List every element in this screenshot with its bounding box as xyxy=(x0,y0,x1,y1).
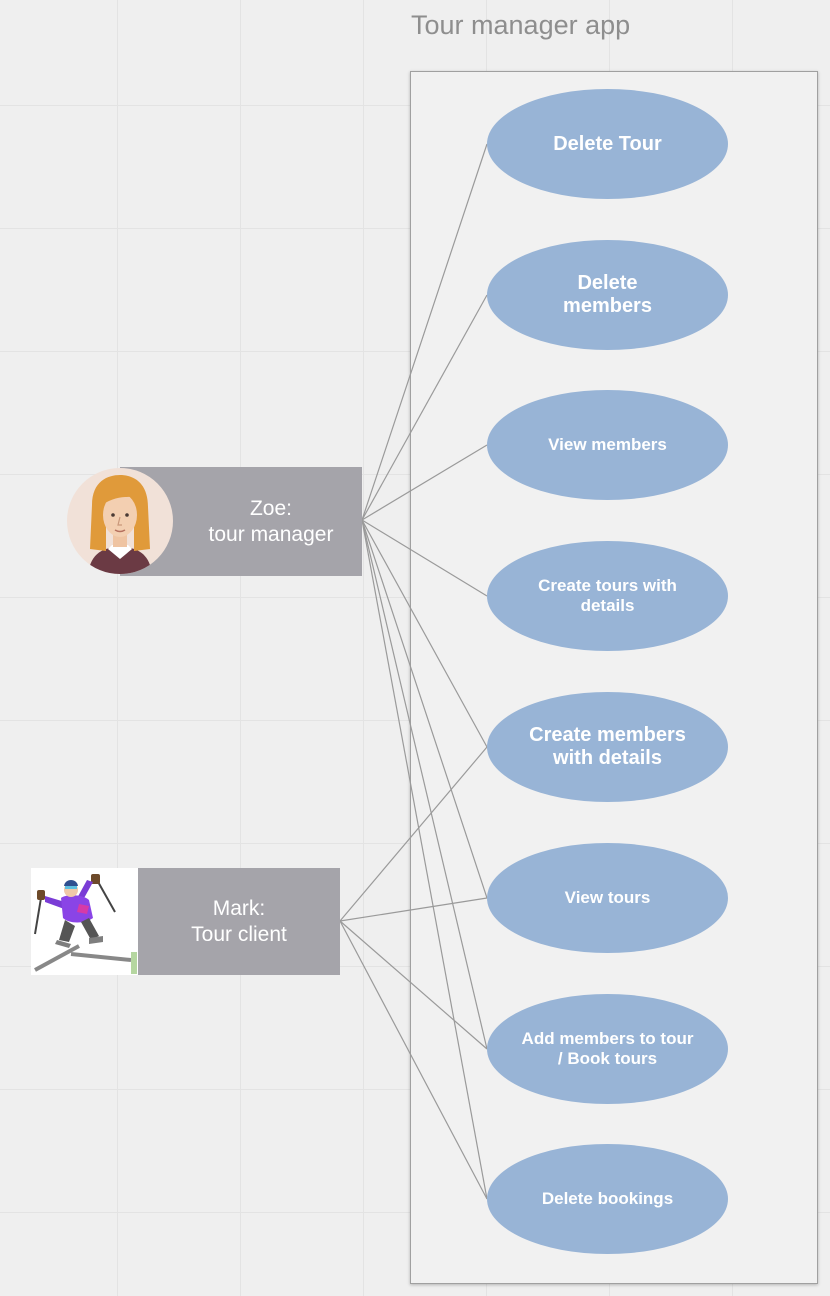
association-line xyxy=(361,294,488,521)
use-case-delete-tour[interactable]: Delete Tour xyxy=(487,89,728,199)
use-case-label: Create members with details xyxy=(529,724,686,769)
association-line xyxy=(361,444,488,521)
skier-icon xyxy=(31,868,138,975)
use-case-view-members[interactable]: View members xyxy=(487,390,728,500)
association-line xyxy=(361,519,488,1200)
association-line xyxy=(339,897,488,922)
use-case-book-tours[interactable]: Add members to tour / Book tours xyxy=(487,994,728,1104)
actor-role: Tour client xyxy=(191,922,287,946)
woman-avatar-icon xyxy=(67,468,173,574)
actor-mark[interactable]: Mark: Tour client xyxy=(138,868,340,975)
actor-zoe[interactable]: Zoe: tour manager xyxy=(120,467,362,576)
association-line xyxy=(339,920,488,1200)
association-line xyxy=(339,920,488,1050)
actor-role: tour manager xyxy=(208,522,334,546)
use-case-create-tours[interactable]: Create tours with details xyxy=(487,541,728,651)
use-case-label: Delete members xyxy=(563,272,652,317)
use-case-label: Delete Tour xyxy=(553,132,662,155)
actor-name: Mark: xyxy=(212,897,266,921)
use-case-label: Add members to tour / Book tours xyxy=(521,1029,694,1068)
use-case-label: View tours xyxy=(564,888,651,908)
system-boundary-title: Tour manager app xyxy=(411,10,631,40)
association-line xyxy=(361,519,488,1050)
use-case-create-members[interactable]: Create members with details xyxy=(487,692,728,802)
actor-name: Zoe: xyxy=(249,497,293,521)
use-case-label: Create tours with details xyxy=(538,576,677,615)
use-case-view-tours[interactable]: View tours xyxy=(487,843,728,953)
use-case-delete-bookings[interactable]: Delete bookings xyxy=(487,1144,728,1254)
use-case-delete-members[interactable]: Delete members xyxy=(487,240,728,350)
association-line xyxy=(361,519,488,899)
association-line xyxy=(361,519,488,597)
use-case-label: View members xyxy=(548,435,667,455)
association-line xyxy=(339,746,488,922)
use-case-label: Delete bookings xyxy=(541,1189,674,1209)
association-line xyxy=(361,143,488,521)
association-line xyxy=(361,519,488,748)
